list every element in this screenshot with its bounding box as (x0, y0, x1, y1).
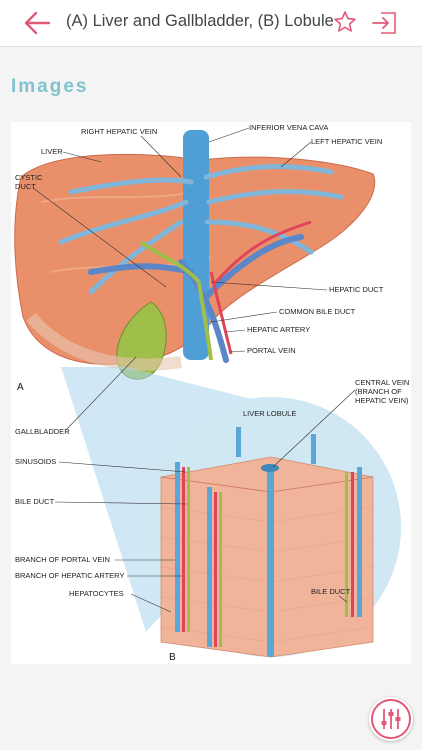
label-central-vein-3: HEPATIC VEIN) (355, 396, 409, 405)
common-bile-duct (139, 240, 213, 361)
label-portal-vein: PORTAL VEIN (247, 346, 296, 355)
central-vein (267, 467, 274, 657)
page-title: (A) Liver and Gallbladder, (B) Lobule (66, 12, 334, 30)
label-hepatic-duct: HEPATIC DUCT (329, 285, 384, 294)
hepatic-artery (209, 220, 312, 355)
anatomy-illustration: RIGHT HEPATIC VEIN INFERIOR VENA CAVA LE… (14, 123, 409, 663)
label-gallbladder: GALLBLADDER (15, 427, 70, 436)
lobule-vessels (175, 427, 362, 647)
top-bar: (A) Liver and Gallbladder, (B) Lobule (0, 0, 422, 47)
label-cystic-duct-1: CYSTIC (15, 173, 43, 182)
star-icon[interactable] (333, 10, 357, 34)
label-branch-portal-vein: BRANCH OF PORTAL VEIN (15, 555, 110, 564)
label-inferior-vena-cava: INFERIOR VENA CAVA (249, 123, 328, 132)
panel-b-label: B (169, 652, 176, 663)
label-hepatocytes: HEPATOCYTES (69, 589, 124, 598)
label-sinusoids: SINUSOIDS (15, 457, 56, 466)
right-hepatic-vein (58, 177, 194, 295)
label-central-vein-1: CENTRAL VEIN (355, 378, 409, 387)
sliders-icon (371, 699, 411, 739)
label-liver: LIVER (41, 147, 63, 156)
label-common-bile-duct: COMMON BILE DUCT (279, 307, 356, 316)
label-left-hepatic-vein: LEFT HEPATIC VEIN (311, 137, 382, 146)
label-liver-lobule: LIVER LOBULE (243, 409, 296, 418)
label-central-vein-2: (BRANCH OF (355, 387, 402, 396)
adjust-settings-button[interactable] (369, 697, 413, 741)
label-bile-duct-left: BILE DUCT (15, 497, 55, 506)
left-hepatic-vein (203, 164, 344, 255)
label-right-hepatic-vein: RIGHT HEPATIC VEIN (81, 127, 157, 136)
panel-a-label: A (17, 382, 24, 393)
anatomy-figure: RIGHT HEPATIC VEIN INFERIOR VENA CAVA LE… (11, 122, 411, 664)
back-arrow-icon[interactable] (22, 10, 52, 36)
exit-icon[interactable] (371, 11, 397, 35)
label-cystic-duct-2: DUCT (15, 182, 36, 191)
section-title: Images (11, 76, 89, 97)
label-branch-hepatic-artery: BRANCH OF HEPATIC ARTERY (15, 571, 124, 580)
label-hepatic-artery: HEPATIC ARTERY (247, 325, 310, 334)
label-bile-duct-right: BILE DUCT (311, 587, 351, 596)
